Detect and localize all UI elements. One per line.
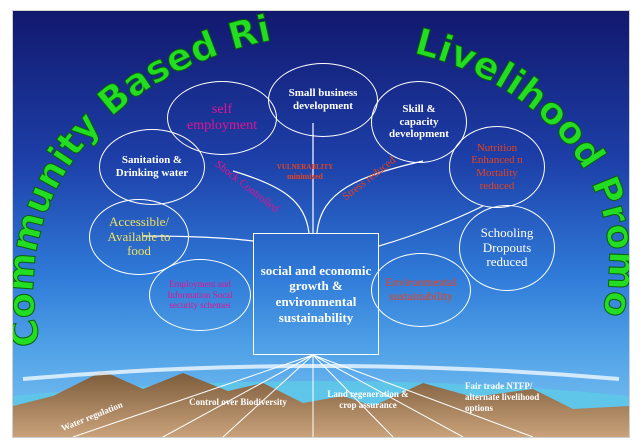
shock-label: Shock Controlled [213, 158, 282, 215]
base-land-label: Land regeneration & crop assurance [327, 389, 409, 410]
base-biodiversity-label: Control over Biodiversity [189, 397, 287, 407]
bubble-accessible-food: Accessible/ Available to food [89, 199, 189, 275]
bubble-self-employment: self employment [167, 81, 277, 155]
mountains [13, 371, 629, 437]
bubble-schooling: Schooling Dropouts reduced [459, 205, 555, 291]
root-lines [72, 354, 534, 437]
center-box-growth: social and economic growth & environment… [253, 233, 379, 355]
base-fairtrade-label: Fair trade NTFP/ alternate livelihood op… [465, 381, 540, 413]
vulnerability-label-2: minimized [287, 172, 324, 181]
bubble-nutrition: Nutrition Enhanced n Mortality reduced [449, 126, 545, 208]
bubble-skill-capacity: Skill & capacity development [371, 81, 467, 163]
vulnerability-label-1: VULNERABLITY [277, 163, 333, 171]
nutrition-line-1: Nutrition Enhanced n [471, 141, 523, 167]
bubble-sanitation: Sanitation & Drinking water [99, 129, 205, 205]
slide: Community Based Risk Reduction & Livelih… [12, 10, 630, 438]
stress-label: Stress reduced [340, 154, 398, 203]
bubble-employment-info: Employment and Information Socal securit… [149, 259, 251, 331]
nutrition-line-2: Mortality reduced [476, 167, 518, 192]
bubble-environmental: Environmental sustainability [371, 253, 471, 327]
bubble-small-business: Small business development [268, 63, 378, 137]
